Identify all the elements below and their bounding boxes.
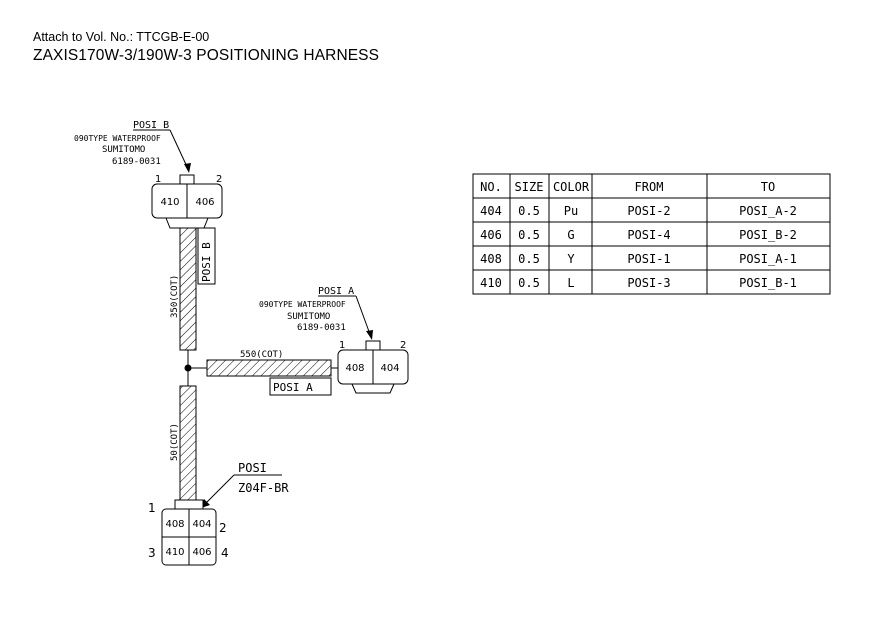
posi-name: POSI	[238, 461, 267, 475]
trunk-posi: 50(COT)	[170, 385, 197, 501]
posi-pin2: 2	[219, 521, 227, 535]
posi-pin4: 4	[221, 546, 229, 560]
table-cell: 410	[480, 276, 502, 290]
table-cell: 404	[480, 204, 502, 218]
posi-b-type: 090TYPE WATERPROOF	[74, 134, 161, 143]
branch-a-label-box	[269, 377, 332, 396]
posi-b-pin2: 2	[216, 174, 222, 185]
posi-pin3: 3	[148, 546, 156, 560]
table-cell: POSI-4	[627, 228, 670, 242]
table-cell: L	[567, 276, 574, 290]
posi-a-pin1: 1	[339, 340, 345, 351]
posi-a-cavity-1: 408	[345, 363, 364, 374]
table-cell: POSI_A-1	[739, 252, 797, 266]
posi-a-part: 6189-0031	[297, 323, 346, 333]
posi-cavity-2: 404	[192, 519, 211, 530]
table-cell: 408	[480, 252, 502, 266]
branch-b-label-box	[197, 227, 216, 285]
posi-connector: POSI Z04F-BR 408 404 410 406 1 2 3 4	[148, 461, 289, 566]
table-header-size: SIZE	[515, 180, 544, 194]
table-cell: POSI-3	[627, 276, 670, 290]
table-header-color: COLOR	[553, 180, 590, 194]
table-cell: 0.5	[518, 276, 540, 290]
table-header-from: FROM	[635, 180, 664, 194]
table-cell: POSI_A-2	[739, 204, 797, 218]
posi-a-maker: SUMITOMO	[287, 312, 330, 322]
attach-reference: Attach to Vol. No.: TTCGB-E-00	[33, 30, 210, 44]
table-cell: 406	[480, 228, 502, 242]
table-cell: POSI-2	[627, 204, 670, 218]
table-cell: POSI_B-1	[739, 276, 797, 290]
branch-a-label: POSI A	[273, 381, 313, 394]
branch-posi-a: 550(COT) POSI A	[206, 350, 338, 396]
posi-b-connector: POSI_B 090TYPE WATERPROOF SUMITOMO 6189-…	[74, 120, 223, 229]
posi-a-connector: POSI_A 090TYPE WATERPROOF SUMITOMO 6189-…	[259, 286, 409, 394]
posi-b-pin1: 1	[155, 174, 161, 185]
table-cell: 0.5	[518, 228, 540, 242]
table-header-no: NO.	[480, 180, 502, 194]
table-cell: POSI_B-2	[739, 228, 797, 242]
table-cell: POSI-1	[627, 252, 670, 266]
posi-cavity-4: 406	[192, 547, 211, 558]
table-cell: G	[567, 228, 574, 242]
wire-table: NO. SIZE COLOR FROM TO 404 0.5 Pu POSI-2…	[472, 173, 831, 295]
page-title: ZAXIS170W-3/190W-3 POSITIONING HARNESS	[33, 47, 380, 64]
posi-a-leader	[355, 295, 372, 338]
posi-b-name: POSI_B	[133, 120, 169, 131]
posi-pin1: 1	[148, 501, 156, 515]
posi-cavity-3: 410	[165, 547, 184, 558]
posi-a-type: 090TYPE WATERPROOF	[259, 300, 346, 309]
posi-cavity-1: 408	[165, 519, 184, 530]
branch-a-length: 550(COT)	[240, 350, 283, 360]
trunk-length: 50(COT)	[170, 423, 180, 461]
table-header-to: TO	[761, 180, 775, 194]
posi-leader	[202, 474, 235, 507]
branch-b-length: 350(COT)	[170, 275, 180, 318]
branch-posi-b: POSI B 350(COT)	[170, 227, 216, 351]
posi-a-cavity-2: 404	[380, 363, 399, 374]
table-cell: 0.5	[518, 252, 540, 266]
table-cell: Y	[567, 252, 575, 266]
posi-b-cavity-1: 410	[160, 197, 179, 208]
posi-b-part: 6189-0031	[112, 157, 161, 167]
table-cell: 0.5	[518, 204, 540, 218]
posi-a-pin2: 2	[400, 340, 406, 351]
posi-b-maker: SUMITOMO	[102, 145, 145, 155]
table-cell: Pu	[564, 204, 578, 218]
posi-a-name: POSI_A	[318, 286, 354, 297]
posi-part: Z04F-BR	[238, 481, 289, 495]
branch-b-label: POSI B	[200, 242, 213, 282]
posi-b-cavity-2: 406	[195, 197, 214, 208]
